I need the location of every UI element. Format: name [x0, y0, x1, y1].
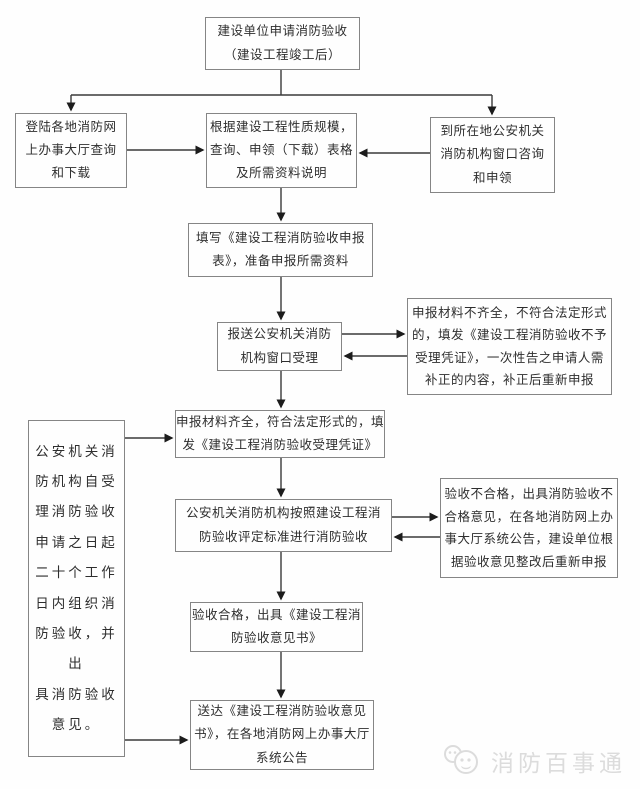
node-materials-complete: 申报材料齐全，符合法定形式的，填 发《建设工程消防验收受理凭证》 [175, 410, 385, 458]
node-twenty-workday-note: 公安机关消 防机构自受 理消防验收 申请之日起 二十个工作 日内组织消 防验收，… [28, 420, 125, 757]
node-conduct-inspection: 公安机关消防机构按照建设工程消 防验收评定标准进行消防验收 [175, 499, 392, 552]
node-deliver-opinion: 送达《建设工程消防验收意见 书》，在各地消防网上办事大厅 系统公告 [190, 700, 374, 770]
node-get-forms-materials: 根据建设工程性质规模， 查询、申领（下载）表格 及所需资料说明 [206, 113, 357, 188]
node-online-portal-query: 登陆各地消防网 上办事大厅查询 和下载 [15, 113, 127, 188]
node-materials-incomplete: 申报材料不齐全，不符合法定形式 的，填发《建设工程消防验收不予 受理凭证》，一次… [407, 298, 612, 395]
watermark-text: 消防百事通 [491, 750, 626, 776]
node-counter-consult: 到所在地公安机关 消防机构窗口咨询 和申领 [430, 117, 555, 193]
node-inspection-passed: 验收合格，出具《建设工程消 防验收意见书》 [190, 602, 363, 652]
node-inspection-failed: 验收不合格，出具消防验收不 合格意见，在各地消防网上办 事大厅系统公告，建设单位… [440, 478, 618, 578]
node-fill-declaration-form: 填写《建设工程消防验收申报 表》，准备申报所需资料 [188, 223, 373, 277]
node-apply-inspection: 建设单位申请消防验收 （建设工程竣工后） [205, 17, 360, 70]
node-submit-to-window: 报送公安机关消防 机构窗口受理 [217, 322, 342, 371]
chat-bubbles-logo-icon [444, 745, 478, 774]
watermark: 消防百事通 [441, 743, 626, 779]
